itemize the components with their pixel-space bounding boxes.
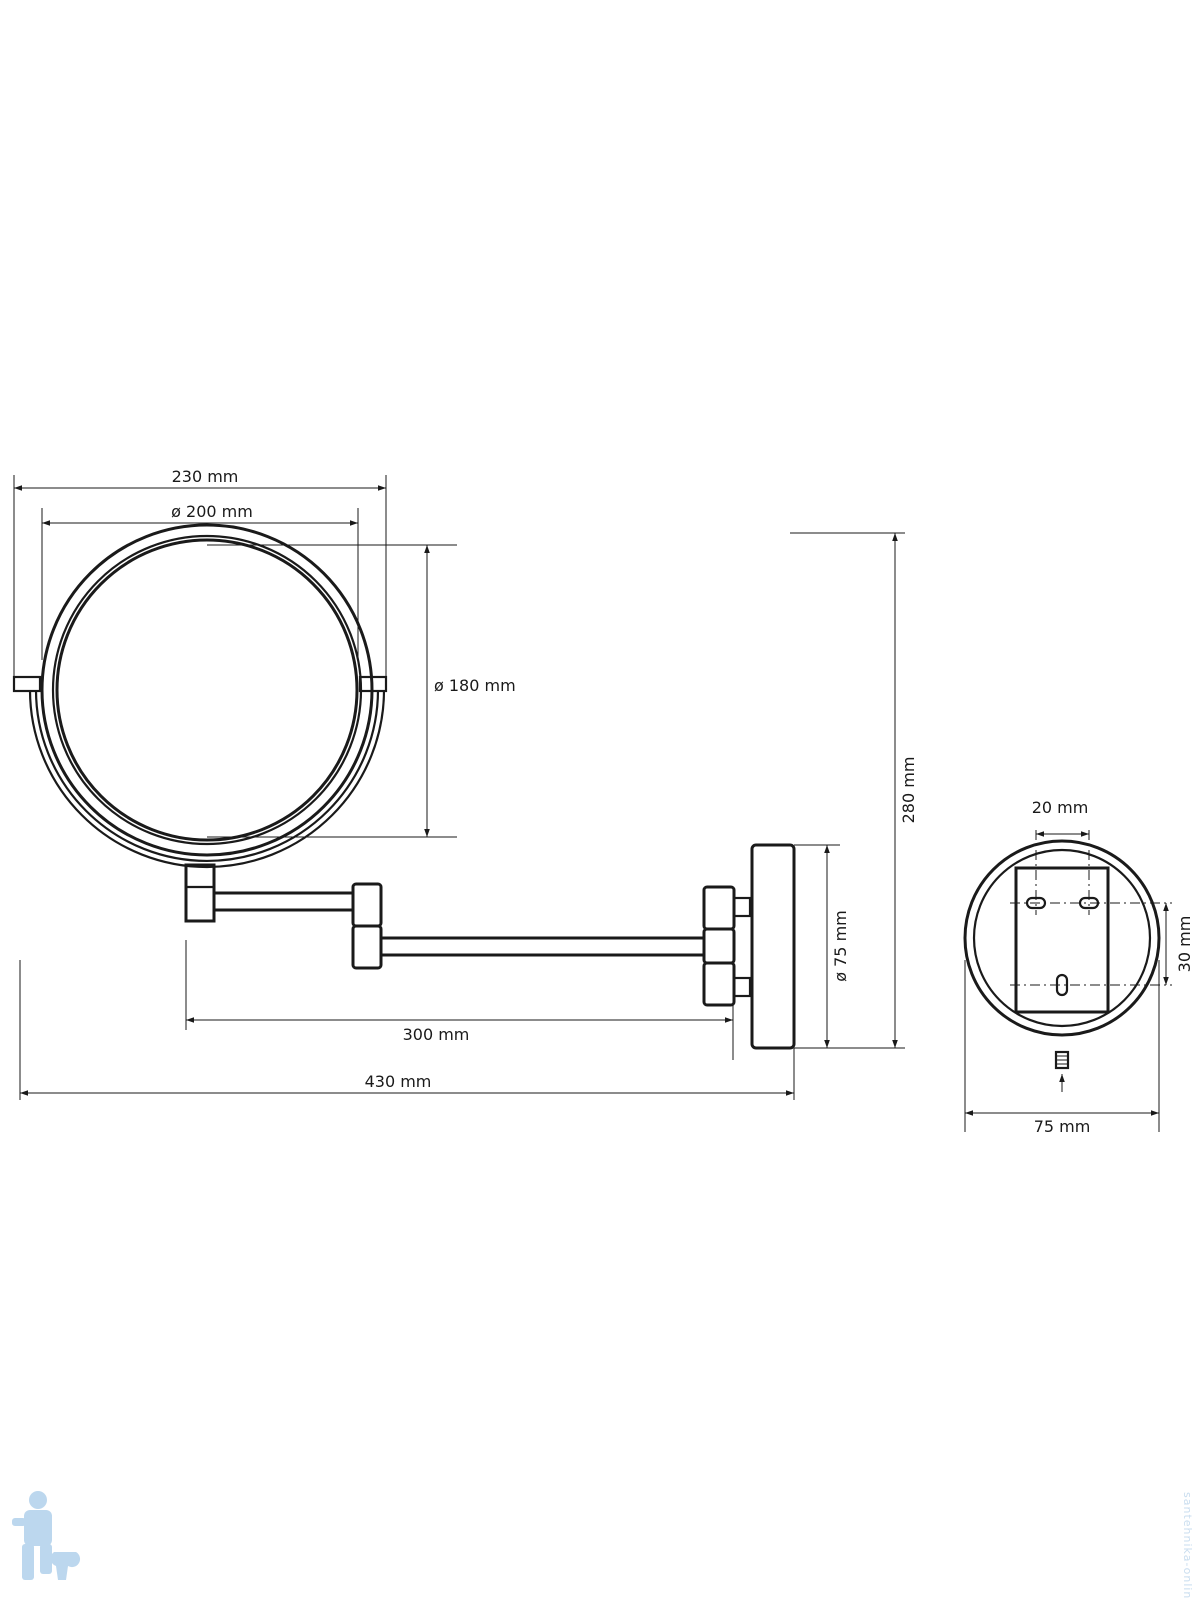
watermark-text: santehnika-online.ru <box>1181 1492 1194 1600</box>
mirror-holder-outer <box>28 689 386 869</box>
pivot-pin-left <box>12 675 42 693</box>
dim-glass-diameter: ø 180 mm <box>434 676 516 695</box>
dim-base-diameter: ø 75 mm <box>831 910 850 982</box>
mirror-glass <box>55 538 359 842</box>
plate-outer <box>963 839 1161 1037</box>
dim-total-length: 430 mm <box>365 1072 432 1091</box>
mirror-holder-inner <box>34 689 380 863</box>
bracket-knuckle-mid <box>702 927 736 965</box>
dim-arm-length: 300 mm <box>403 1025 470 1044</box>
plate-inner <box>972 848 1152 1028</box>
elbow-joint-upper <box>351 882 383 928</box>
dim-total-height: 280 mm <box>899 757 918 824</box>
mirror-assembly <box>12 523 796 1050</box>
mirror-frame-inner <box>51 534 363 846</box>
dim-hole-vertical: 30 mm <box>1175 916 1194 973</box>
elbow-joint-lower <box>351 924 383 970</box>
bracket-knuckle-bottom <box>702 961 736 1007</box>
dimension-lines <box>13 475 905 1100</box>
dim-overall-width: 230 mm <box>172 467 239 486</box>
dim-mirror-diameter: ø 200 mm <box>171 502 253 521</box>
bracket-knuckle-top <box>702 885 736 931</box>
dim-hole-spacing: 20 mm <box>1032 798 1089 817</box>
mounting-bracket <box>1014 866 1110 1014</box>
wall-base-plate <box>750 843 796 1050</box>
mirror-frame-outer <box>40 523 374 857</box>
wall-plate-view <box>963 830 1172 1132</box>
mirror-neck <box>184 863 216 923</box>
dim-plate-diameter: 75 mm <box>1034 1117 1091 1136</box>
plumber-logo-icon <box>12 1491 81 1580</box>
